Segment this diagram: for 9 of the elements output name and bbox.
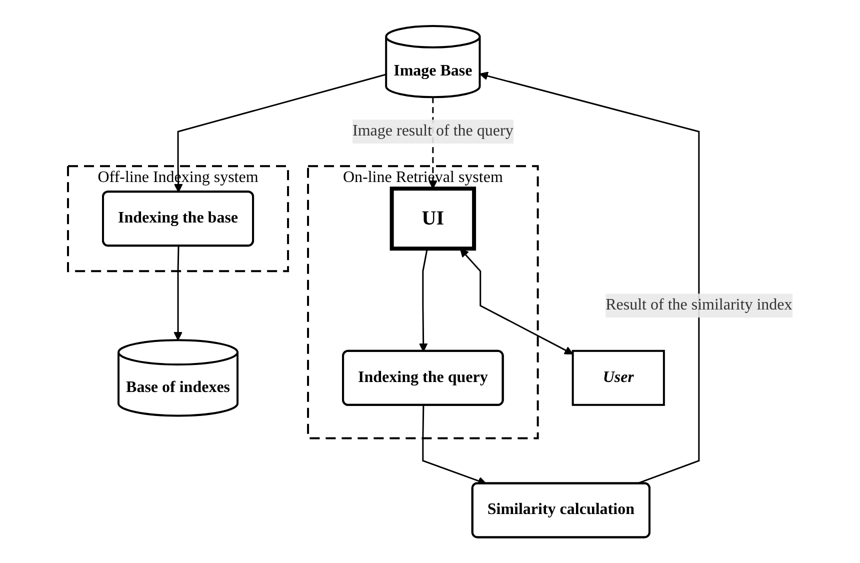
edge-label: Image result of the query xyxy=(352,122,514,140)
node-box: UI xyxy=(390,186,476,251)
node-box: User xyxy=(572,350,665,406)
arrow xyxy=(174,74,386,192)
edge-label: Result of the similarity index xyxy=(605,296,792,314)
arrow xyxy=(418,248,428,352)
arrow xyxy=(460,248,574,354)
arrow xyxy=(174,246,182,340)
arrow xyxy=(479,72,700,484)
